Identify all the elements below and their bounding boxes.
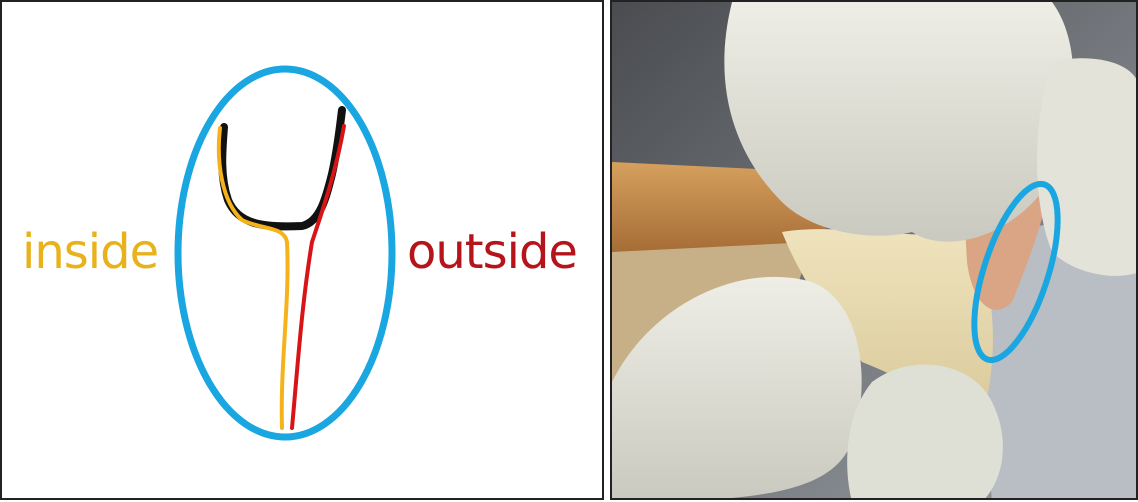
inside-label: inside [22, 228, 158, 276]
gloved-hands-photo [612, 2, 1138, 500]
schematic-panel: inside outside [0, 0, 604, 500]
photo-panel [610, 0, 1138, 500]
outside-label: outside [407, 228, 577, 276]
highlight-ellipse [178, 69, 392, 437]
right-glove [1037, 58, 1138, 276]
inside-line [219, 128, 288, 428]
